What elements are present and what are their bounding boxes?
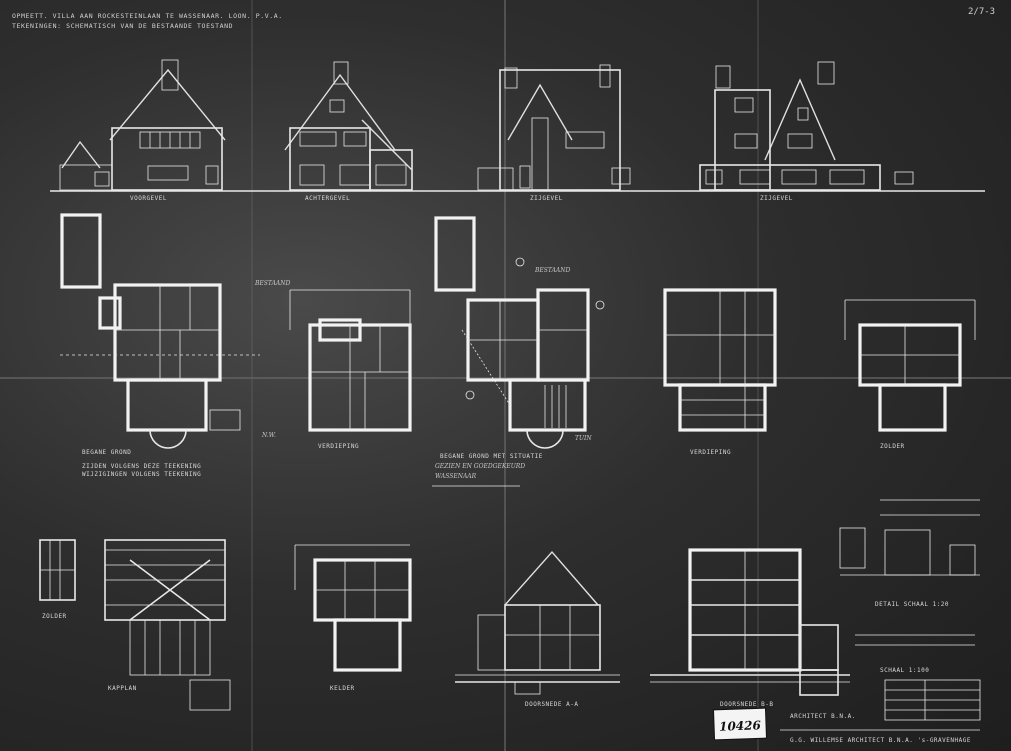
caption-plan-4: VERDIEPING xyxy=(690,449,731,456)
plan-attic: ZOLDER xyxy=(844,299,976,450)
svg-text:BESTAAND: BESTAAND xyxy=(534,267,570,274)
caption-detail-2: SCHAAL 1:100 xyxy=(880,667,929,674)
bottom-note: G.G. WILLEMSE ARCHITECT B.N.A. 's-GRAVEN… xyxy=(790,737,971,744)
caption-bottom-4: DOORSNEDE A-A xyxy=(525,701,578,708)
section-a-a: DOORSNEDE A-A xyxy=(455,550,620,708)
mid-note-1: GEZIEN EN GOEDGEKEURD xyxy=(435,463,525,470)
credits: ARCHITECT B.N.A. G.G. WILLEMSE ARCHITECT… xyxy=(780,713,980,744)
caption-plan-2: VERDIEPING xyxy=(318,443,359,450)
header-line-1: OPMEETT. VILLA AAN ROCKESTEINLAAN TE WAS… xyxy=(12,12,283,20)
plan-ground-floor-site: BESTAAND TUIN BEGANE GROND MET SITUATIE xyxy=(434,216,605,460)
corner-reference: 2/7-3 xyxy=(968,7,995,17)
sheet-number: 10426 xyxy=(719,718,762,733)
plan-ground-floor: BESTAAND N.W. BEGANE GROND ZIJDEN VOLGEN… xyxy=(60,213,290,478)
architect-credit: ARCHITECT B.N.A. xyxy=(790,713,856,720)
sheet-header: OPMEETT. VILLA AAN ROCKESTEINLAAN TE WAS… xyxy=(12,7,995,30)
caption-elevation-1: VOORGEVEL xyxy=(130,195,167,202)
svg-text:N.W.: N.W. xyxy=(261,432,276,439)
caption-plan-1: BEGANE GROND xyxy=(82,449,131,456)
plan-note-2: WIJZIGINGEN VOLGENS TEEKENING xyxy=(82,471,201,478)
plan-first-floor: VERDIEPING xyxy=(289,289,412,450)
elevation-side-1: ZIJGEVEL xyxy=(477,64,631,202)
caption-elevation-4: ZIJGEVEL xyxy=(760,195,793,202)
svg-text:TUIN: TUIN xyxy=(575,435,592,442)
center-notes: GEZIEN EN GOEDGEKEURD WASSENAAR xyxy=(432,463,525,487)
bottom-basement-plan: KELDER xyxy=(294,544,412,692)
header-line-2: TEKENINGEN: SCHEMATISCH VAN DE BESTAANDE… xyxy=(12,22,233,30)
caption-plan-3: BEGANE GROND MET SITUATIE xyxy=(440,453,543,460)
section-b-b: DOORSNEDE B-B xyxy=(650,548,850,708)
sheet-number-stamp: 10426 xyxy=(712,707,768,741)
elevation-side-2: ZIJGEVEL xyxy=(699,61,914,202)
caption-bottom-3: KELDER xyxy=(330,685,355,692)
plan-upper-floor: VERDIEPING xyxy=(663,288,777,456)
caption-elevation-3: ZIJGEVEL xyxy=(530,195,563,202)
svg-text:BESTAAND: BESTAAND xyxy=(254,280,290,287)
caption-bottom-1: ZOLDER xyxy=(42,613,67,620)
caption-detail-1: DETAIL SCHAAL 1:20 xyxy=(875,601,949,608)
plan-note-1: ZIJDEN VOLGENS DEZE TEEKENING xyxy=(82,463,201,470)
caption-bottom-5: DOORSNEDE B-B xyxy=(720,701,773,708)
caption-elevation-2: ACHTERGEVEL xyxy=(305,195,350,202)
caption-plan-5: ZOLDER xyxy=(880,443,905,450)
bottom-roof-plan: KAPPLAN xyxy=(104,539,231,711)
elevation-front: VOORGEVEL xyxy=(59,59,226,202)
bottom-plan-attic: ZOLDER xyxy=(39,539,76,620)
detail-drawings: DETAIL SCHAAL 1:20 SCHAAL 1:100 xyxy=(839,499,980,674)
caption-bottom-2: KAPPLAN xyxy=(108,685,137,692)
legend-table xyxy=(884,679,981,721)
mid-note-2: WASSENAAR xyxy=(435,473,477,480)
elevation-rear: ACHTERGEVEL xyxy=(284,61,413,202)
